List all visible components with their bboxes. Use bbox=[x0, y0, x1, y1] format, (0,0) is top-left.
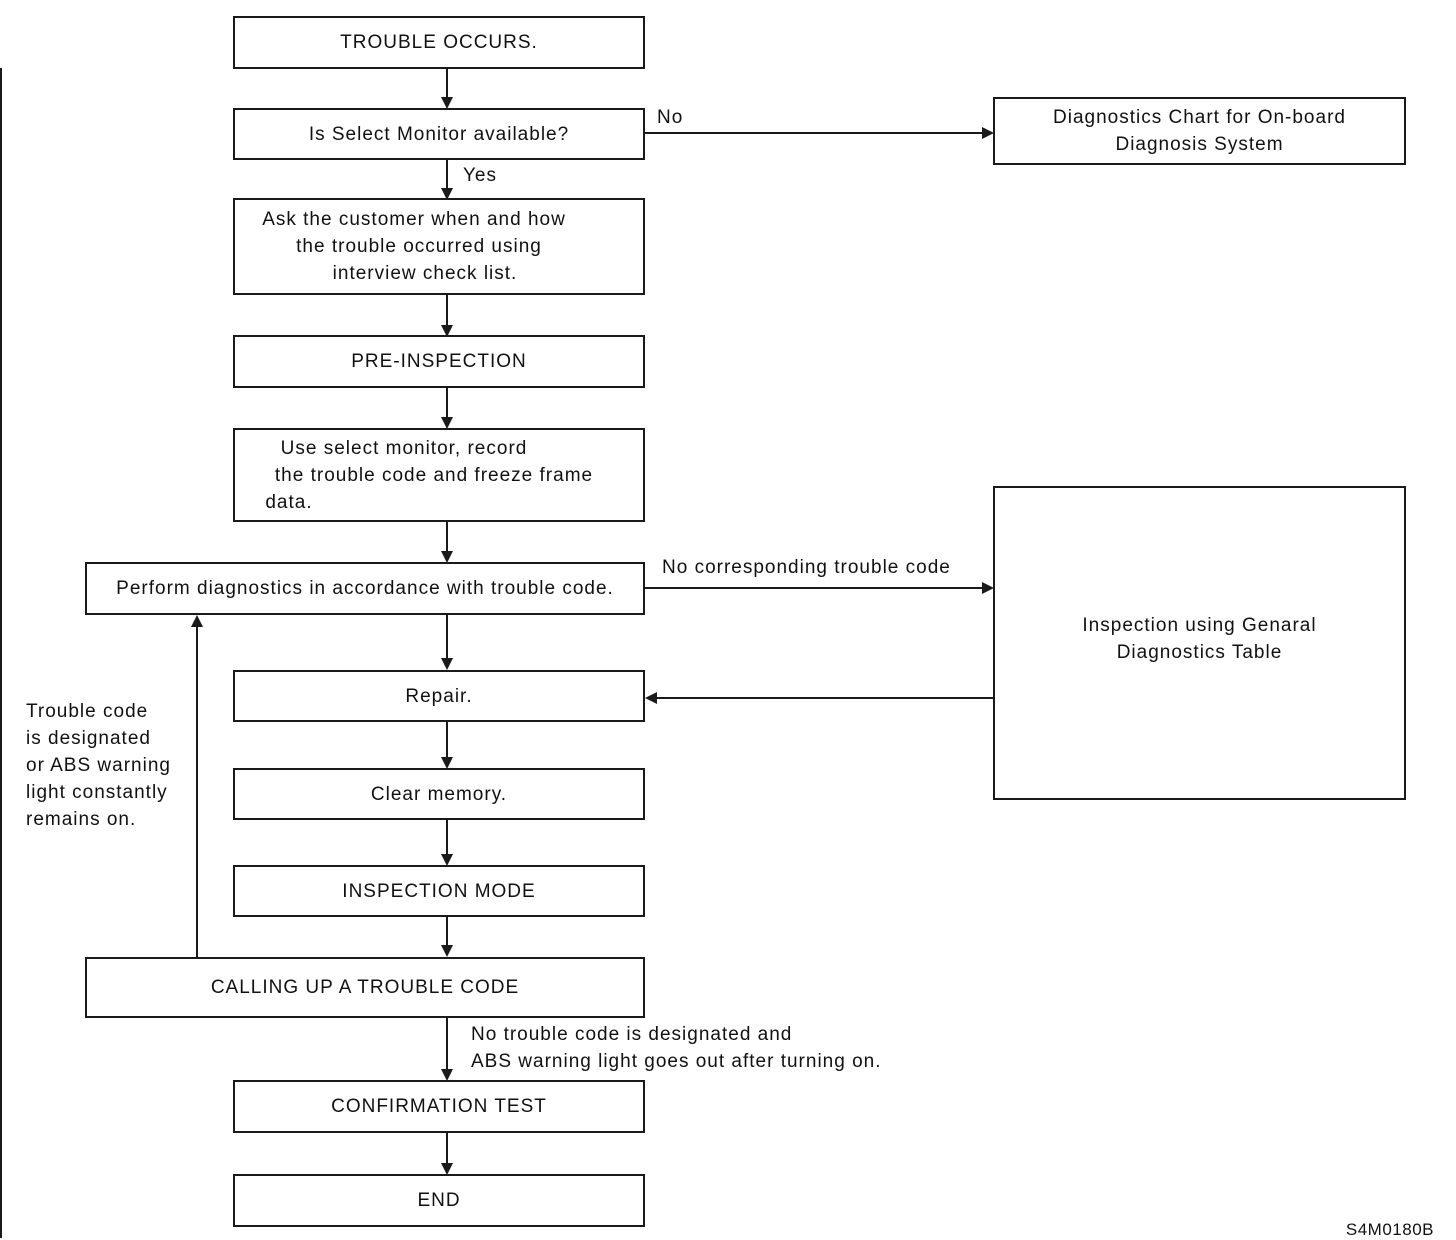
figure-code: S4M0180B bbox=[1345, 1220, 1434, 1239]
node-general-inspection: Inspection using Genaral Diagnostics Tab… bbox=[993, 486, 1406, 800]
node-pre-inspection: PRE-INSPECTION bbox=[233, 335, 645, 388]
node-diagnostics-chart: Diagnostics Chart for On-board Diagnosis… bbox=[993, 97, 1406, 165]
node-perform-diagnostics: Perform diagnostics in accordance with t… bbox=[85, 562, 645, 615]
node-trouble-occurs: TROUBLE OCCURS. bbox=[233, 16, 645, 69]
edge-label-no-trouble: No trouble code is designated and ABS wa… bbox=[471, 1024, 882, 1072]
node-end: END bbox=[233, 1174, 645, 1227]
node-calling-up-trouble-code: CALLING UP A TROUBLE CODE bbox=[85, 957, 645, 1018]
edge-label-loop-back: Trouble code is designated or ABS warnin… bbox=[26, 701, 171, 830]
node-repair: Repair. bbox=[233, 670, 645, 722]
node-clear-memory: Clear memory. bbox=[233, 768, 645, 820]
node-use-select-monitor: Use select monitor, record the trouble c… bbox=[233, 428, 645, 522]
node-select-monitor: Is Select Monitor available? bbox=[233, 108, 645, 160]
edge-label-yes: Yes bbox=[463, 165, 497, 186]
page-edge-rule bbox=[0, 68, 2, 1238]
edge-label-no: No bbox=[657, 107, 684, 128]
edge-label-no-corresponding: No corresponding trouble code bbox=[662, 557, 951, 578]
node-inspection-mode: INSPECTION MODE bbox=[233, 865, 645, 917]
node-confirmation-test: CONFIRMATION TEST bbox=[233, 1080, 645, 1133]
node-ask-customer: Ask the customer when and how the troubl… bbox=[233, 198, 645, 295]
